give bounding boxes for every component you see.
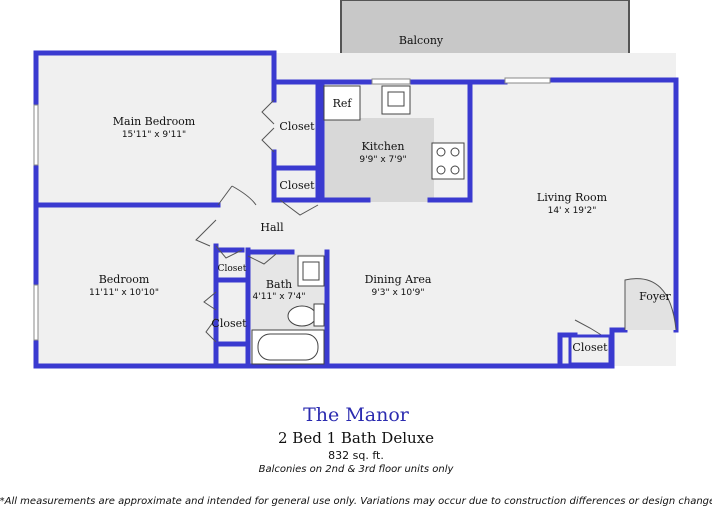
closet-main-label: Closet	[279, 120, 315, 133]
closet-bedroom-label: Closet	[211, 317, 247, 330]
closet-hall-label: Closet	[279, 179, 315, 192]
living-room-dims: 14' x 19'2"	[548, 206, 597, 216]
closet-foyer-label: Closet	[572, 341, 608, 354]
disclaimer: *All measurements are approximate and in…	[0, 496, 712, 507]
dining-dims: 9'3" x 10'9"	[372, 288, 425, 298]
ref-label: Ref	[333, 97, 353, 110]
main-bedroom-label: Main Bedroom	[113, 115, 196, 128]
fixtures	[251, 85, 465, 365]
refrigerator	[323, 85, 361, 121]
balcony-label: Balcony	[399, 34, 444, 47]
bedroom-dims: 11'11" x 10'10"	[89, 288, 159, 298]
floor-plan: Balcony Main Bedroom 15'11" x 9'11" Clos…	[33, 0, 679, 369]
hall-label: Hall	[260, 221, 284, 234]
foyer-label: Foyer	[639, 290, 671, 303]
plan-subtitle: 2 Bed 1 Bath Deluxe	[277, 429, 434, 447]
kitchen-label: Kitchen	[362, 140, 405, 153]
plan-area: 832 sq. ft.	[328, 449, 384, 462]
main-bedroom-dims: 15'11" x 9'11"	[122, 130, 186, 140]
kitchen-sink	[381, 85, 411, 115]
bath-label: Bath	[266, 278, 292, 291]
balcony-note: Balconies on 2nd & 3rd floor units only	[258, 464, 454, 475]
windows	[33, 77, 551, 341]
closet-small-label: Closet	[218, 264, 247, 274]
door-swings	[195, 99, 677, 343]
dining-label: Dining Area	[365, 273, 432, 286]
bedroom-label: Bedroom	[99, 273, 150, 286]
toilet	[287, 305, 317, 327]
living-room-label: Living Room	[537, 191, 608, 204]
kitchen-floor	[322, 118, 434, 202]
bath-dims: 4'11" x 7'4"	[253, 292, 306, 302]
plan-title: The Manor	[303, 404, 409, 426]
kitchen-dims: 9'9" x 7'9"	[359, 155, 406, 165]
stove	[431, 142, 465, 180]
